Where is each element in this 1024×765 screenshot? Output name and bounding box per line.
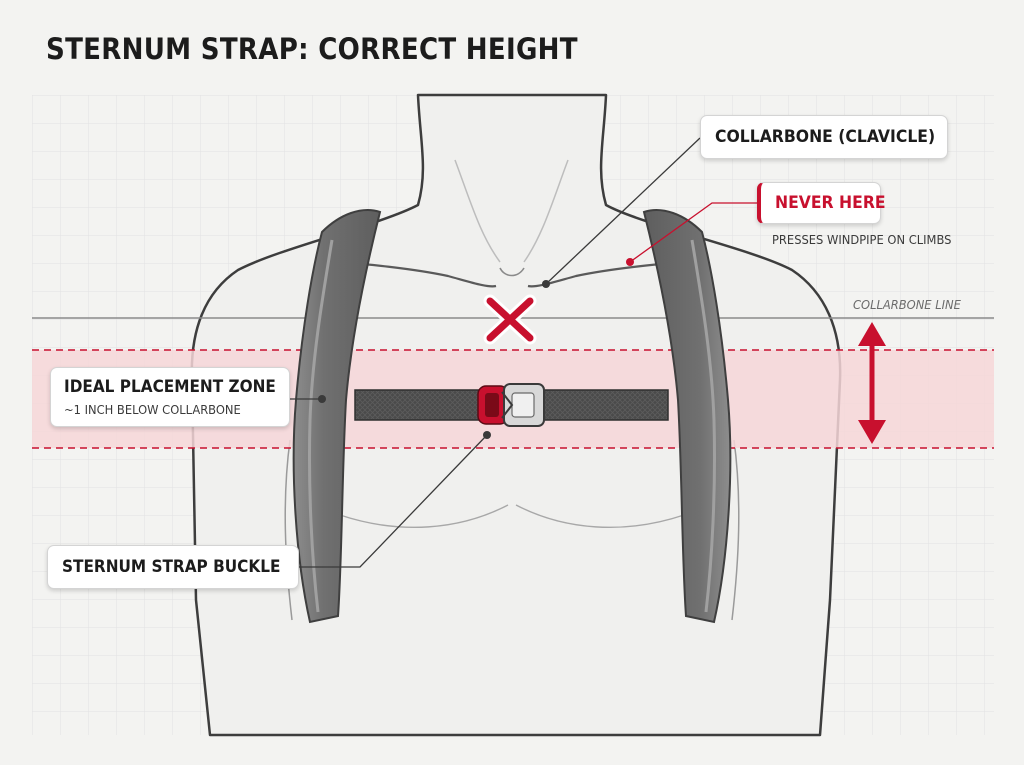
sternum-strap-webbing-left xyxy=(354,389,488,421)
leader-never-here-dot xyxy=(626,258,634,266)
page-title: STERNUM STRAP: CORRECT HEIGHT xyxy=(46,32,578,66)
leader-buckle-dot xyxy=(483,431,491,439)
shoulder-strap-left-edge xyxy=(307,239,334,613)
sternal-notch xyxy=(499,267,525,277)
arm-line-right xyxy=(731,439,740,621)
arm-line-left xyxy=(284,439,293,621)
ideal-zone-callout: IDEAL PLACEMENT ZONE ~1 INCH BELOW COLLA… xyxy=(50,367,290,427)
buckle-label: STERNUM STRAP BUCKLE xyxy=(62,557,281,577)
buckle-callout: STERNUM STRAP BUCKLE xyxy=(47,545,299,589)
collarbone-line-label: COLLARBONE LINE xyxy=(853,297,961,312)
collarbone-callout: COLLARBONE (CLAVICLE) xyxy=(700,115,948,159)
leader-buckle xyxy=(299,434,488,568)
shoulder-strap-right xyxy=(642,209,732,624)
ideal-zone-detail: ~1 INCH BELOW COLLARBONE xyxy=(64,402,241,417)
ideal-zone-label: IDEAL PLACEMENT ZONE xyxy=(64,377,276,397)
never-here-callout: NEVER HERE xyxy=(757,182,886,224)
neck-tendon-left xyxy=(454,159,501,263)
collarbone-label: COLLARBONE (CLAVICLE) xyxy=(715,127,936,147)
x-mark-icon xyxy=(483,294,537,345)
neck-tendon-right xyxy=(523,159,569,263)
leader-collarbone-dot xyxy=(542,280,550,288)
never-here-detail: PRESSES WINDPIPE ON CLIMBS xyxy=(772,232,952,247)
leader-ideal-zone-dot xyxy=(318,395,326,403)
shoulder-strap-left xyxy=(292,209,382,624)
never-here-label: NEVER HERE xyxy=(775,193,886,213)
pec-line-left xyxy=(339,504,509,529)
pec-line-right xyxy=(515,504,685,529)
leader-never-here xyxy=(629,202,757,263)
double-vertical-arrow-icon xyxy=(858,322,886,444)
side-release-buckle-icon xyxy=(477,383,545,427)
sternum-strap-webbing-right xyxy=(536,389,669,421)
shoulder-strap-right-edge xyxy=(690,239,717,613)
leader-collarbone xyxy=(545,137,701,285)
